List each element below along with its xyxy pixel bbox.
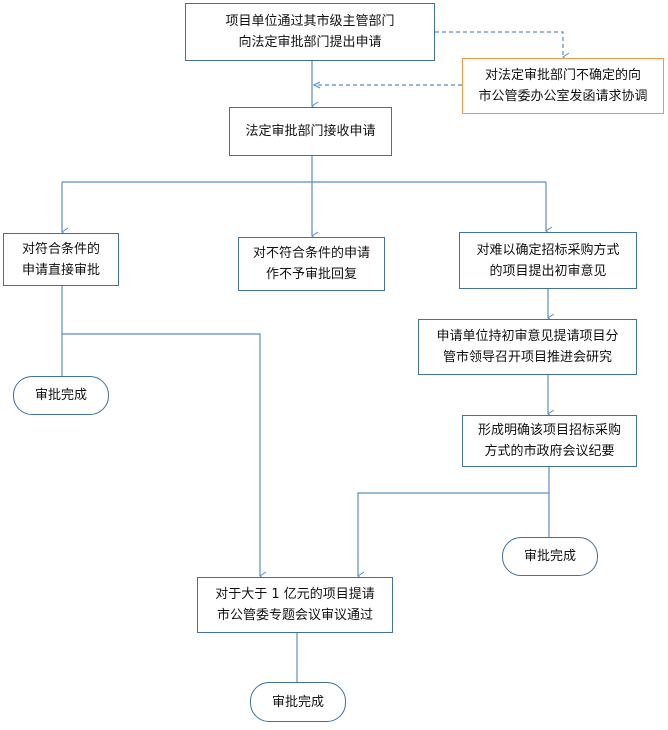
node-text: 法定审批部门接收申请	[245, 124, 376, 139]
node-text: 形成明确该项目招标采购	[477, 423, 621, 438]
node-text: 审批完成	[523, 549, 576, 564]
node-reject: 对不符合条件的申请作不予审批回复	[238, 237, 385, 291]
node-text: 对不符合条件的申请	[252, 246, 370, 261]
node-coordinate: 对法定审批部门不确定的向市公管委办公室发函请求协调	[462, 58, 664, 114]
dashed-arrowhead	[312, 81, 321, 89]
node-text: 管市领导召开项目推进会研究	[442, 350, 612, 365]
node-approve-direct: 对符合条件的申请直接审批	[3, 233, 119, 286]
node-text: 项目单位通过其市级主管部门	[225, 14, 395, 29]
node-text: 对符合条件的	[21, 241, 100, 257]
dashed-arrow-submit-coordinate	[435, 31, 570, 62]
node-minutes: 形成明确该项目招标采购方式的市政府会议纪要	[462, 415, 637, 467]
node-text: 申请单位持初审意见提请项目分	[436, 329, 619, 344]
node-text: 审批完成	[34, 388, 87, 403]
arrow-approve-large	[62, 333, 267, 581]
node-text: 对于大于 1 亿元的项目提请	[215, 587, 375, 602]
node-text: 市公管委专题会议审议通过	[216, 608, 373, 623]
node-leader-meeting: 申请单位持初审意见提请项目分管市领导召开项目推进会研究	[418, 319, 637, 375]
node-done-right: 审批完成	[502, 537, 598, 576]
node-submit: 项目单位通过其市级主管部门向法定审批部门提出申请	[185, 3, 435, 61]
node-text: 对法定审批部门不确定的向	[484, 68, 641, 83]
node-preliminary: 对难以确定招标采购方式的项目提出初审意见	[459, 232, 637, 289]
node-text: 的项目提出初审意见	[489, 263, 607, 279]
node-text: 对难以确定招标采购方式	[476, 242, 620, 258]
arrow-minutes-large	[357, 492, 549, 581]
node-text: 方式的市政府会议纪要	[484, 444, 615, 459]
node-text: 作不予审批回复	[265, 267, 357, 282]
node-done-bottom: 审批完成	[250, 682, 346, 722]
node-text: 市公管委办公室发函请求协调	[478, 89, 648, 104]
node-text: 审批完成	[271, 694, 324, 710]
node-done-left: 审批完成	[13, 376, 109, 415]
node-receive: 法定审批部门接收申请	[229, 107, 392, 156]
node-large-project: 对于大于 1 亿元的项目提请市公管委专题会议审议通过	[197, 577, 393, 633]
node-text: 向法定审批部门提出申请	[238, 35, 382, 50]
node-text: 申请直接审批	[21, 262, 100, 278]
